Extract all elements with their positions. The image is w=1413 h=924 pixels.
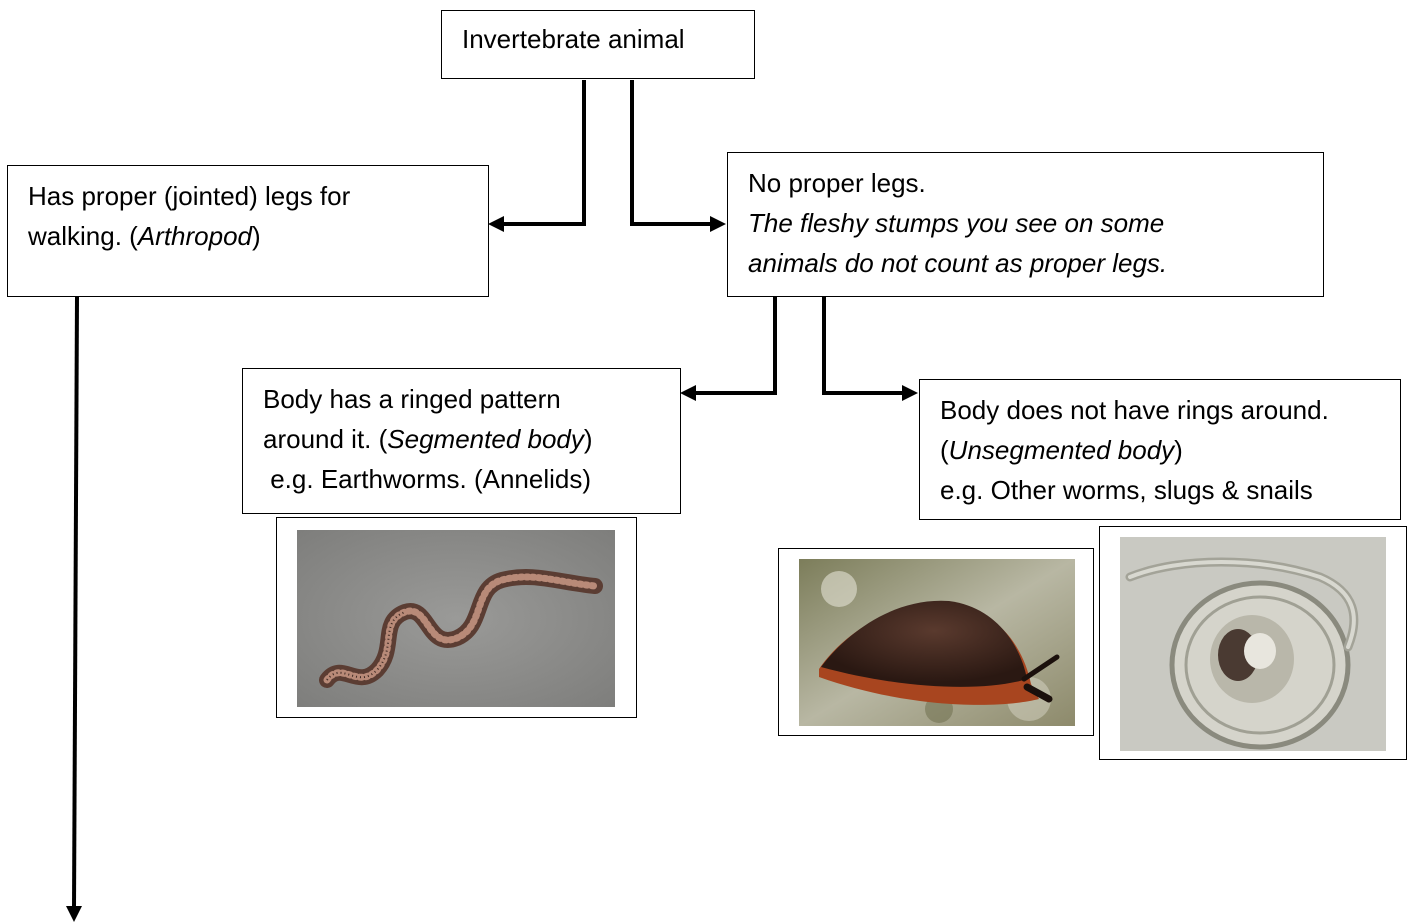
unsegmented-line2: (Unsegmented body) bbox=[940, 430, 1380, 470]
no-legs-line2: The fleshy stumps you see on some bbox=[748, 203, 1303, 243]
no-legs-line3: animals do not count as proper legs. bbox=[748, 243, 1303, 283]
arrow-to-unsegmented bbox=[824, 297, 908, 393]
unsegmented-line1: Body does not have rings around. bbox=[940, 390, 1380, 430]
legs-line2: walking. (Arthropod) bbox=[28, 216, 468, 256]
nematode-photo bbox=[1120, 537, 1386, 751]
arrow-to-legs bbox=[498, 80, 584, 224]
segmented-line3: e.g. Earthworms. (Annelids) bbox=[263, 459, 660, 499]
unsegmented-node: Body does not have rings around. (Unsegm… bbox=[919, 379, 1401, 520]
slug-photo-frame bbox=[778, 548, 1094, 736]
legs-node: Has proper (jointed) legs for walking. (… bbox=[7, 165, 489, 297]
earthworm-photo bbox=[297, 530, 615, 707]
no-legs-node: No proper legs. The fleshy stumps you se… bbox=[727, 152, 1324, 297]
no-legs-line1: No proper legs. bbox=[748, 163, 1303, 203]
arrow-down-arthropod bbox=[74, 297, 77, 908]
unsegmented-line3: e.g. Other worms, slugs & snails bbox=[940, 470, 1380, 510]
arrow-to-no-legs bbox=[632, 80, 716, 224]
slug-photo bbox=[799, 559, 1075, 726]
arrow-to-segmented bbox=[690, 297, 775, 393]
earthworm-photo-frame bbox=[276, 517, 637, 718]
segmented-node: Body has a ringed pattern around it. (Se… bbox=[242, 368, 681, 514]
segmented-line1: Body has a ringed pattern bbox=[263, 379, 660, 419]
segmented-line2: around it. (Segmented body) bbox=[263, 419, 660, 459]
root-label: Invertebrate animal bbox=[462, 19, 734, 59]
nematode-photo-frame bbox=[1099, 526, 1407, 760]
legs-line1: Has proper (jointed) legs for bbox=[28, 176, 468, 216]
root-node: Invertebrate animal bbox=[441, 10, 755, 79]
